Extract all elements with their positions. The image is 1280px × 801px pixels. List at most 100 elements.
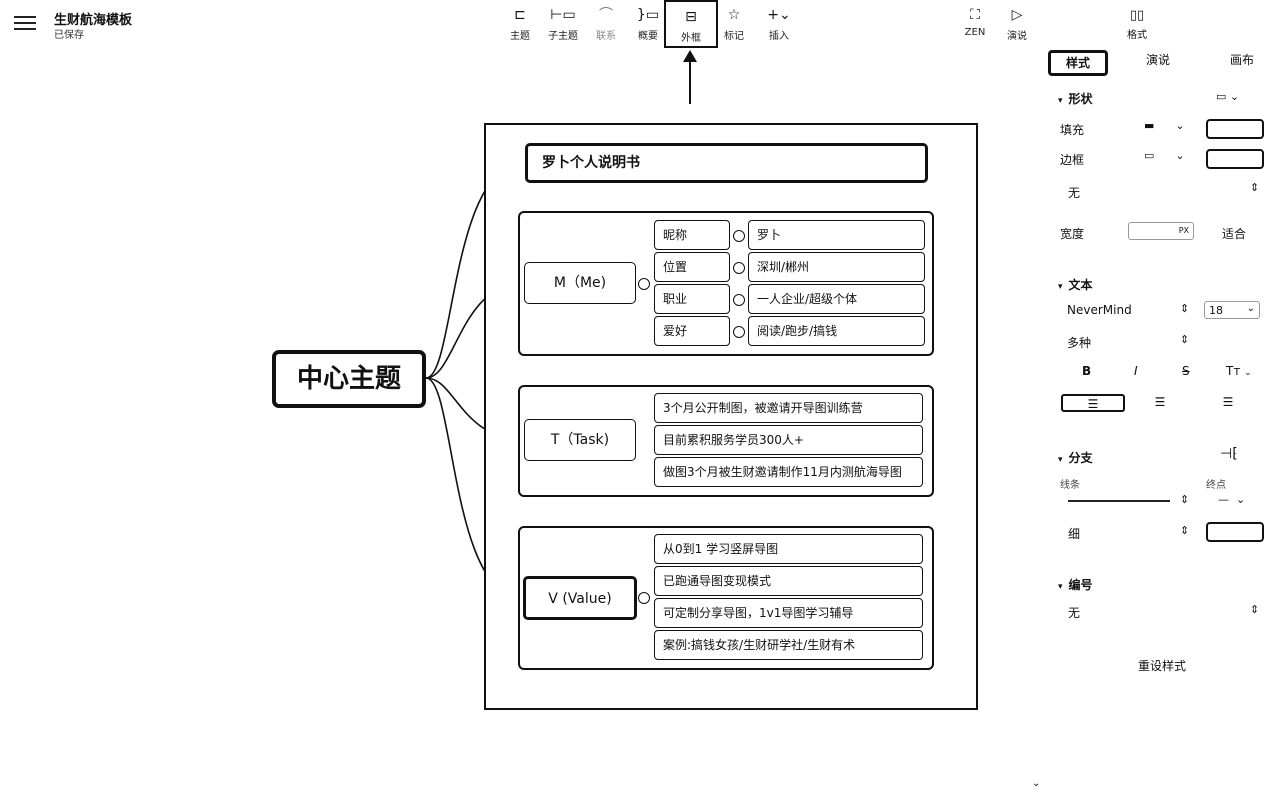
- format-toggle-button[interactable]: ▯▯ 格式: [1118, 8, 1156, 41]
- collapse-toggle-icon[interactable]: [733, 262, 745, 274]
- category-value[interactable]: V (Value): [523, 576, 637, 620]
- align-center-icon: ☰: [1154, 395, 1166, 409]
- document-title: 生财航海模板: [54, 13, 133, 28]
- italic-button[interactable]: I: [1134, 364, 1138, 378]
- category-task[interactable]: T（Task): [524, 419, 636, 461]
- me-value[interactable]: 阅读/跑步/搞钱: [748, 316, 925, 346]
- bold-button[interactable]: B: [1082, 364, 1092, 378]
- stepper-icon[interactable]: ⇕: [1180, 524, 1190, 537]
- boundary-icon: ⊟: [685, 9, 697, 25]
- fill-label: 填充: [1060, 123, 1085, 137]
- font-family-select[interactable]: NeverMind: [1067, 303, 1132, 317]
- me-value[interactable]: 罗卜: [748, 220, 925, 250]
- collapse-toggle-icon[interactable]: [733, 326, 745, 338]
- collapse-toggle-icon[interactable]: [638, 592, 650, 604]
- strikethrough-button[interactable]: S: [1182, 364, 1190, 378]
- format-panel: ▯▯ 格式 样式 演说 画布 ▾形状 ▭ ⌄ 填充 ▬ ⌄ 边框 ▭ ⌄ 无 ⇕…: [1032, 0, 1280, 801]
- numbering-select[interactable]: 无: [1068, 606, 1081, 620]
- branch-color-swatch[interactable]: [1206, 522, 1264, 542]
- align-left-button[interactable]: ☰: [1061, 394, 1125, 412]
- category-me[interactable]: M（Me): [524, 262, 636, 304]
- value-item[interactable]: 从0到1 学习竖屏导图: [654, 534, 923, 564]
- task-item[interactable]: 做图3个月被生财邀请制作11月内测航海导图: [654, 457, 923, 487]
- chevron-down-icon: ▾: [1058, 582, 1063, 592]
- value-item[interactable]: 已跑通导图变现模式: [654, 566, 923, 596]
- tab-canvas[interactable]: 画布: [1229, 53, 1254, 67]
- text-case-button[interactable]: Tт ⌄: [1226, 364, 1252, 378]
- chevron-down-icon: ▾: [1058, 96, 1063, 106]
- tab-pitch[interactable]: 演说: [1145, 53, 1170, 67]
- task-item[interactable]: 3个月公开制图，被邀请开导图训练营: [654, 393, 923, 423]
- present-button[interactable]: ▷ 演说: [998, 6, 1036, 42]
- section-branch[interactable]: ▾分支: [1058, 451, 1093, 465]
- align-right-button[interactable]: ☰: [1196, 394, 1260, 412]
- subtopic-icon: ⊢▭: [550, 7, 576, 23]
- reset-style-button[interactable]: 重设样式: [1138, 659, 1187, 673]
- me-item[interactable]: 位置: [654, 252, 730, 282]
- topic-button[interactable]: ⊏ 主题: [501, 6, 539, 42]
- width-input[interactable]: PX: [1128, 222, 1194, 240]
- save-status: 已保存: [54, 30, 84, 41]
- font-size-select[interactable]: 18 ⌄: [1204, 301, 1260, 319]
- star-icon: ☆: [727, 7, 741, 23]
- border-color-swatch[interactable]: [1206, 149, 1264, 169]
- me-value[interactable]: 一人企业/超级个体: [748, 284, 925, 314]
- align-left-icon: ☰: [1087, 397, 1099, 411]
- stepper-icon[interactable]: ⇕: [1180, 493, 1190, 506]
- insert-button[interactable]: +⌄ 插入: [760, 6, 798, 42]
- relationship-icon: ⌒: [599, 7, 613, 23]
- align-center-button[interactable]: ☰: [1128, 394, 1192, 412]
- relationship-button[interactable]: ⌒ 联系: [587, 6, 625, 42]
- me-item[interactable]: 爱好: [654, 316, 730, 346]
- annotation-arrow-line: [689, 58, 691, 104]
- endpoint-picker[interactable]: — ⌄: [1218, 493, 1246, 506]
- value-item[interactable]: 可定制分享导图，1v1导图学习辅导: [654, 598, 923, 628]
- stepper-icon[interactable]: ⇕: [1180, 302, 1190, 315]
- align-right-icon: ☰: [1222, 395, 1234, 409]
- me-value[interactable]: 深圳/郴州: [748, 252, 925, 282]
- hamburger-menu-icon[interactable]: [14, 12, 36, 32]
- me-item[interactable]: 昵称: [654, 220, 730, 250]
- me-item[interactable]: 职业: [654, 284, 730, 314]
- line-thickness-select[interactable]: 细: [1068, 527, 1081, 541]
- border-style-picker[interactable]: ▭ ⌄: [1144, 149, 1185, 162]
- zen-mode-button[interactable]: ⛶ ZEN: [956, 6, 994, 42]
- tab-style[interactable]: 样式: [1048, 50, 1108, 76]
- collapse-toggle-icon[interactable]: [733, 294, 745, 306]
- summary-button[interactable]: }▭ 概要: [629, 6, 667, 42]
- fullscreen-icon: ⛶: [970, 7, 980, 23]
- shape-picker[interactable]: ▭ ⌄: [1216, 90, 1240, 103]
- fit-button[interactable]: 适合: [1222, 227, 1247, 241]
- boundary-button[interactable]: ⊟ 外框: [664, 0, 718, 48]
- collapse-toggle-icon[interactable]: [733, 230, 745, 242]
- section-shape[interactable]: ▾形状: [1058, 92, 1093, 106]
- chevron-down-icon: ▾: [1058, 455, 1063, 465]
- marker-button[interactable]: ☆ 标记: [715, 6, 753, 42]
- fill-color-picker[interactable]: ▬ ⌄: [1144, 119, 1185, 132]
- stepper-icon[interactable]: ⇕: [1250, 181, 1260, 194]
- plus-icon: +⌄: [767, 7, 791, 23]
- font-weight-select[interactable]: 多种: [1067, 336, 1092, 350]
- topic-icon: ⊏: [514, 7, 526, 23]
- border-style-value[interactable]: 无: [1068, 186, 1081, 200]
- stepper-icon[interactable]: ⇕: [1180, 333, 1190, 346]
- panel-tabs: 样式 演说 画布: [1046, 50, 1272, 76]
- section-numbering[interactable]: ▾编号: [1058, 578, 1093, 592]
- title-topic[interactable]: 罗卜个人说明书: [525, 143, 928, 183]
- chevron-down-icon: ⌄: [1246, 303, 1255, 314]
- width-label: 宽度: [1060, 227, 1085, 241]
- collapse-toggle-icon[interactable]: [638, 278, 650, 290]
- border-label: 边框: [1060, 153, 1085, 167]
- summary-icon: }▭: [636, 7, 660, 23]
- task-item[interactable]: 目前累积服务学员300人+: [654, 425, 923, 455]
- branch-style-picker[interactable]: ⊣⁅: [1220, 446, 1238, 462]
- fill-color-swatch[interactable]: [1206, 119, 1264, 139]
- stepper-icon[interactable]: ⇕: [1250, 603, 1260, 616]
- subtopic-button[interactable]: ⊢▭ 子主题: [544, 6, 582, 42]
- chevron-down-icon: ▾: [1058, 282, 1063, 292]
- value-item[interactable]: 案例:搞钱女孩/生财研学社/生财有术: [654, 630, 923, 660]
- central-topic[interactable]: 中心主题: [272, 350, 426, 408]
- line-width-slider[interactable]: [1068, 500, 1170, 502]
- section-text[interactable]: ▾文本: [1058, 278, 1093, 292]
- scroll-down-icon[interactable]: ⌄: [1032, 778, 1041, 789]
